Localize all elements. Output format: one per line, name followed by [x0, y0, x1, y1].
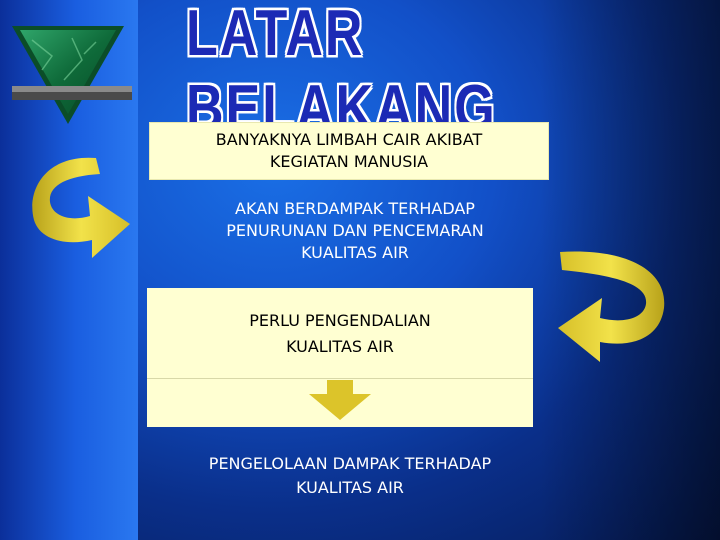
- bottom-line-2: KUALITAS AIR: [296, 478, 404, 497]
- bottom-line-1: PENGELOLAAN DAMPAK TERHADAP: [208, 454, 492, 473]
- slide-title: LATAR BELAKANG: [186, 0, 497, 145]
- statement-bottom: PENGELOLAAN DAMPAK TERHADAP KUALITAS AIR: [150, 452, 550, 500]
- statement-box-2: PERLU PENGENDALIAN KUALITAS AIR: [147, 288, 533, 427]
- curved-arrow-left-icon: [558, 251, 665, 362]
- mid-line-3: KUALITAS AIR: [301, 243, 409, 262]
- statement-box-1: BANYAKNYA LIMBAH CAIR AKIBAT KEGIATAN MA…: [149, 122, 549, 180]
- mid-line-2: PENURUNAN DAN PENCEMARAN: [226, 221, 484, 240]
- box2-line-2: KUALITAS AIR: [286, 337, 394, 356]
- box2-divider: [147, 378, 533, 379]
- curved-arrow-right-icon: [32, 157, 130, 258]
- green-marble-triangle-icon: [12, 26, 132, 124]
- statement-mid: AKAN BERDAMPAK TERHADAP PENURUNAN DAN PE…: [160, 198, 550, 264]
- box1-line-1: BANYAKNYA LIMBAH CAIR AKIBAT: [215, 130, 483, 149]
- box1-line-2: KEGIATAN MANUSIA: [269, 152, 429, 171]
- mid-line-1: AKAN BERDAMPAK TERHADAP: [235, 199, 475, 218]
- down-arrow-icon: [309, 380, 371, 420]
- box2-line-1: PERLU PENGENDALIAN: [249, 311, 431, 330]
